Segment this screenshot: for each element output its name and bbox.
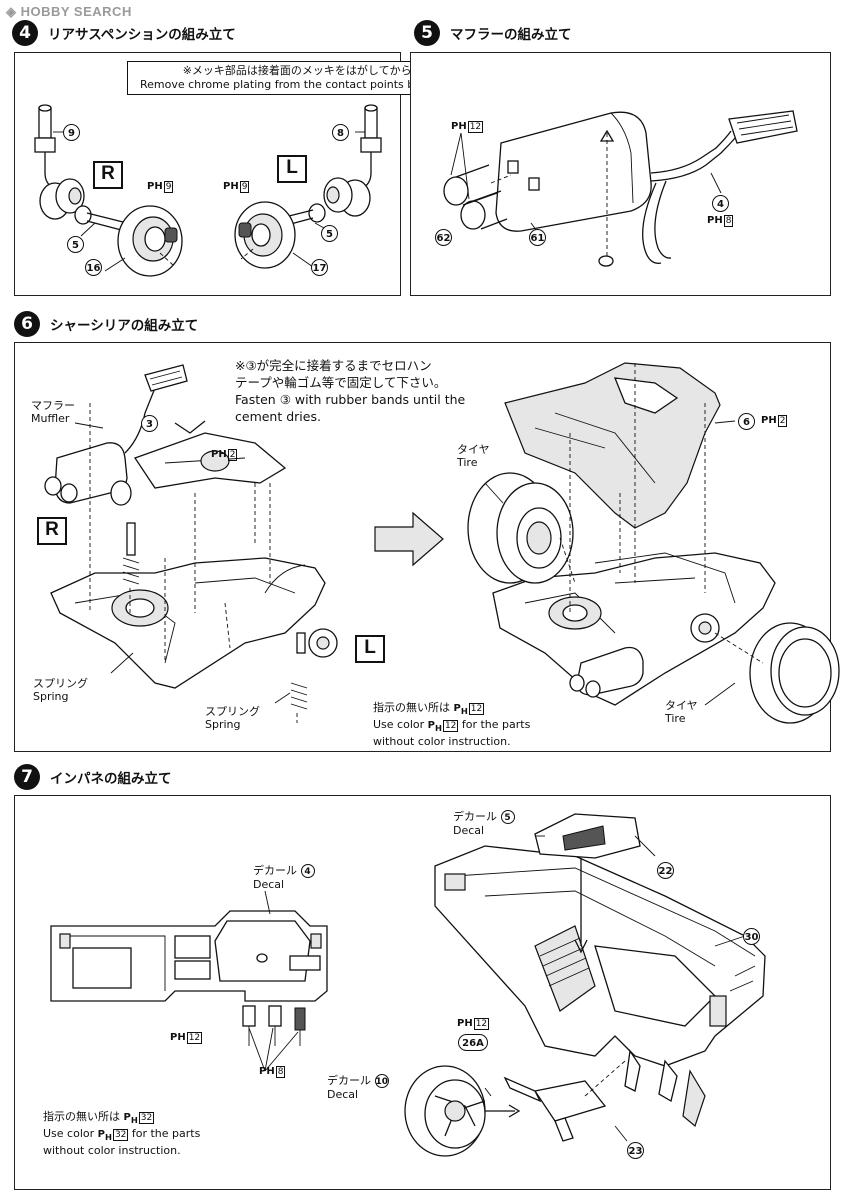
side-l-badge: L — [277, 155, 307, 183]
fasten-note-en-1: Fasten ③ with rubber bands until the — [235, 392, 466, 407]
tire-label-right: タイヤ Tire — [665, 699, 698, 725]
panel-chassis-rear: ※③が完全に接着するまでセロハン テープや輪ゴム等で固定して下さい。 Faste… — [14, 342, 840, 752]
decal-5-label: デカール 5 Decal — [453, 810, 515, 837]
part-23-callout: 23 — [627, 1142, 644, 1159]
decal-4-label: デカール 4 Decal — [253, 864, 315, 891]
decal-10-label: デカール 10 Decal — [327, 1074, 389, 1101]
fasten-note-jp-2: テープや輪ゴム等で固定して下さい。 — [235, 375, 447, 390]
step-4-title: リアサスペンションの組み立て — [48, 27, 236, 43]
muffler-label: マフラー Muffler — [31, 399, 75, 425]
fasten-note-en-2: cement dries. — [235, 409, 321, 424]
part-9-callout: 9 — [63, 124, 80, 141]
panel-instrument-panel: デカール 4 Decal デカール 5 Decal デカール 10 Decal … — [14, 795, 831, 1190]
step-5-number: 5 — [414, 20, 440, 46]
fasten-note-jp-1: ※③が完全に接着するまでセロハン — [235, 358, 432, 373]
side-r-badge: R — [93, 161, 123, 189]
part-6-callout: 6 — [738, 413, 755, 430]
step-4-number: 4 — [12, 20, 38, 46]
part-4-callout: 4 — [712, 195, 729, 212]
step-7-number: 7 — [14, 764, 40, 790]
step-6-title: シャーシリアの組み立て — [50, 318, 199, 334]
part-16-callout: 16 — [85, 259, 102, 276]
side-l-badge-chassis: L — [355, 635, 385, 663]
watermark-icon: ◈ — [6, 4, 21, 19]
part-62-callout: 62 — [435, 229, 452, 246]
part-22-callout: 22 — [657, 862, 674, 879]
spring-label-r: スプリング Spring — [33, 677, 88, 703]
muffler-drawing — [443, 110, 798, 267]
part-61-callout: 61 — [529, 229, 546, 246]
part-5-callout-l: 5 — [321, 225, 338, 242]
side-r-badge-chassis: R — [37, 517, 67, 545]
part-3-callout: 3 — [141, 415, 158, 432]
rear-suspension-drawing — [34, 104, 382, 277]
spring-label-l: スプリング Spring — [205, 705, 260, 731]
step-6-number: 6 — [14, 311, 40, 337]
dashboard-drawing — [50, 813, 766, 1157]
part-17-callout: 17 — [311, 259, 328, 276]
step-7-title: インパネの組み立て — [50, 771, 172, 787]
fasten-note: ※③が完全に接着するまでセロハン テープや輪ゴム等で固定して下さい。 Faste… — [235, 357, 465, 425]
part-5-callout-r: 5 — [67, 236, 84, 253]
chassis-drawing — [44, 362, 840, 724]
step-5-title: マフラーの組み立て — [450, 27, 572, 43]
watermark-logo: ◈ HOBBY SEARCH — [6, 4, 132, 19]
part-26a-callout: 26A — [458, 1034, 488, 1051]
panel-rear-suspension: ※メッキ部品は接着面のメッキをはがしてから接着して下さい。 Remove chr… — [14, 52, 555, 296]
tire-label-left: タイヤ Tire — [457, 443, 490, 469]
part-30-callout: 30 — [743, 928, 760, 945]
part-8-callout: 8 — [332, 124, 349, 141]
